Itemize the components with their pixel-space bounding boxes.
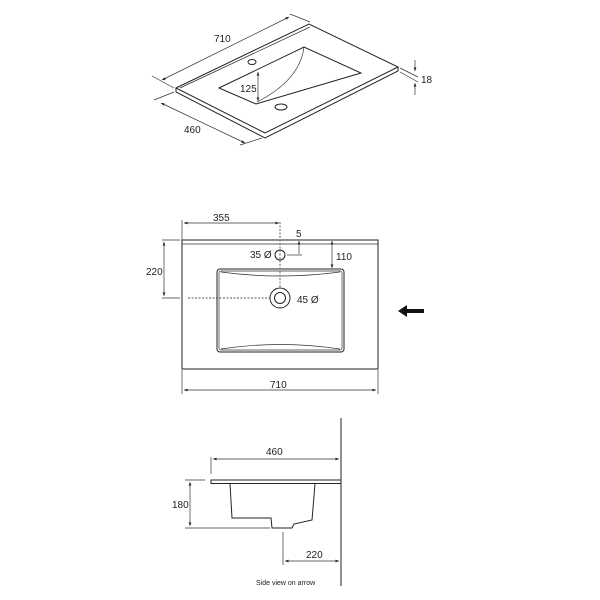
back-upstand [179, 26, 311, 89]
slab-edge [175, 67, 399, 139]
dim-710-top: 710 [270, 380, 287, 391]
dim-110: 110 [336, 252, 352, 263]
dim-5: 5 [296, 229, 302, 240]
view-arrow-icon [398, 305, 424, 317]
basin-slope [256, 46, 305, 103]
side-view-caption: Side view on arrow [256, 580, 316, 587]
drain-inner [274, 292, 286, 304]
isometric-view: 710 460 18 125 [151, 13, 433, 146]
drain-diameter: 45 Ø [297, 295, 319, 306]
dim-180: 180 [172, 500, 189, 511]
dim-220-side: 220 [306, 550, 323, 561]
dim-460: 460 [184, 125, 201, 136]
slab-top [174, 23, 400, 134]
dim-710: 710 [214, 34, 231, 45]
dim-line-460 [160, 102, 246, 144]
dim-125: 125 [240, 84, 257, 95]
basin-outline [216, 268, 345, 353]
dim-220: 220 [146, 267, 163, 278]
tap-hole-diameter: 35 Ø [250, 250, 272, 261]
slab-side [210, 479, 342, 484]
drain-hole [274, 103, 288, 111]
top-view: 355 5 35 Ø 110 220 45 Ø 710 [146, 213, 424, 394]
dim-line-710 [161, 16, 290, 81]
dim-355: 355 [213, 213, 230, 224]
side-view: 460 180 220 Side view on arrow [172, 418, 342, 587]
dim-460-side: 460 [266, 447, 283, 458]
drain-outer [269, 287, 291, 309]
basin-profile [229, 483, 316, 529]
dim-18: 18 [421, 75, 433, 86]
tap-hole [247, 59, 257, 65]
